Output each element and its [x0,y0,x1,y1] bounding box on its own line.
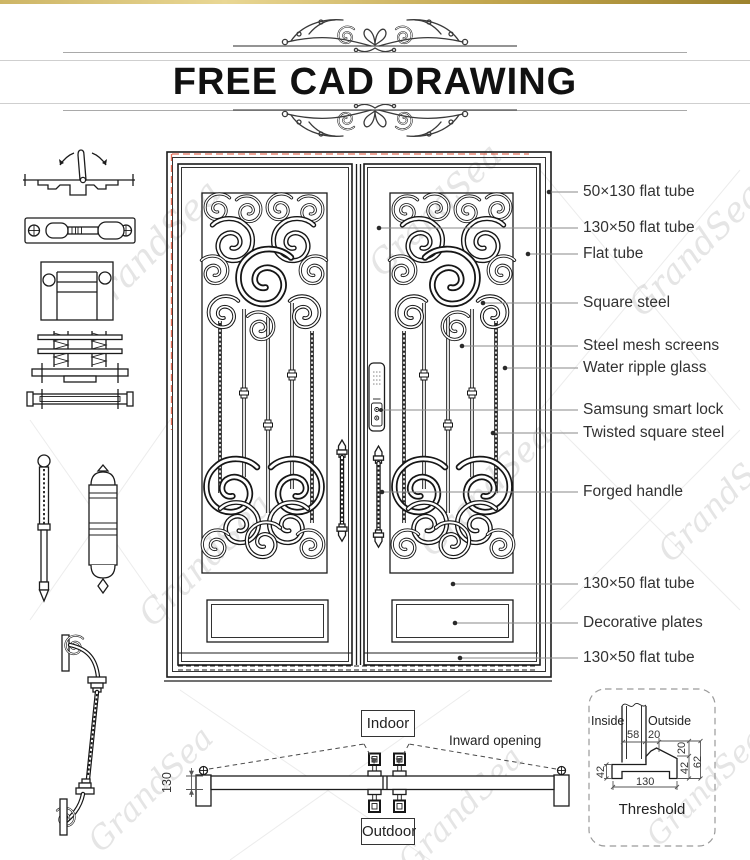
door-center-stile [355,164,362,665]
plan-thickness-dim-text: 130 [160,772,174,793]
flourish-ornament-top [233,19,517,52]
header-rule [63,52,687,53]
label-samsung-smart-lock: Samsung smart lock [583,401,724,418]
header-rule [0,103,750,104]
dim-130: 130 [636,776,655,788]
samsung-smart-lock [368,362,386,432]
threshold-inside-label: Inside [591,714,625,728]
label-twisted-square-steel: Twisted square steel [583,424,725,441]
inward-opening-note: Inward opening [449,733,542,748]
dim-42-left: 42 [595,765,608,779]
threshold-caption: Threshold [618,801,686,818]
dim-58: 58 [627,729,640,741]
dim-62: 62 [692,755,705,769]
flourish-ornament-bottom [233,104,517,137]
label-flat-tube: Flat tube [583,245,644,262]
label-130x50-flat-tube-bottom: 130×50 flat tube [583,649,695,666]
label-decorative-plates: Decorative plates [583,614,703,631]
dim-42-right: 42 [679,761,692,775]
gold-accent-bar [0,0,750,4]
leader-lines [376,189,578,661]
outdoor-box: Outdoor [361,818,416,845]
label-130x50-flat-tube: 130×50 flat tube [583,219,695,236]
door-leaf-left [177,163,353,666]
threshold-detail-drawing [588,688,716,847]
plan-view-drawing [186,743,570,813]
header-rule [0,60,750,61]
label-steel-mesh-screens: Steel mesh screens [583,337,720,354]
label-water-ripple-glass: Water ripple glass [583,359,707,376]
dim-20-right: 20 [676,741,689,755]
mortise-lock-body-icon [40,261,114,321]
sill-bar-icon [26,389,134,409]
label-50x130-flat-tube: 50×130 flat tube [583,183,695,200]
spring-hinge-icon [31,331,129,383]
door-frame [164,151,552,682]
threshold-dimensions [604,738,703,790]
door-bottom-rail [178,652,538,671]
threshold-jamb-tube [621,703,647,763]
label-square-steel: Square steel [583,294,671,311]
dim-20-top: 20 [648,729,661,741]
frame-highlight-red-dash [170,153,529,430]
door-elevation-drawing [164,151,552,682]
flush-bolt-icon [24,217,136,244]
indoor-box: Indoor [361,710,415,737]
door-leaf-right [363,163,541,666]
forged-pull-handle-icon [57,634,107,836]
label-forged-handle: Forged handle [583,483,683,500]
threshold-outside-label: Outside [648,714,692,728]
latch-mechanism-icon [23,149,135,196]
label-130x50-flat-tube-mid: 130×50 flat tube [583,575,695,592]
page-title: FREE CAD DRAWING [172,61,578,103]
